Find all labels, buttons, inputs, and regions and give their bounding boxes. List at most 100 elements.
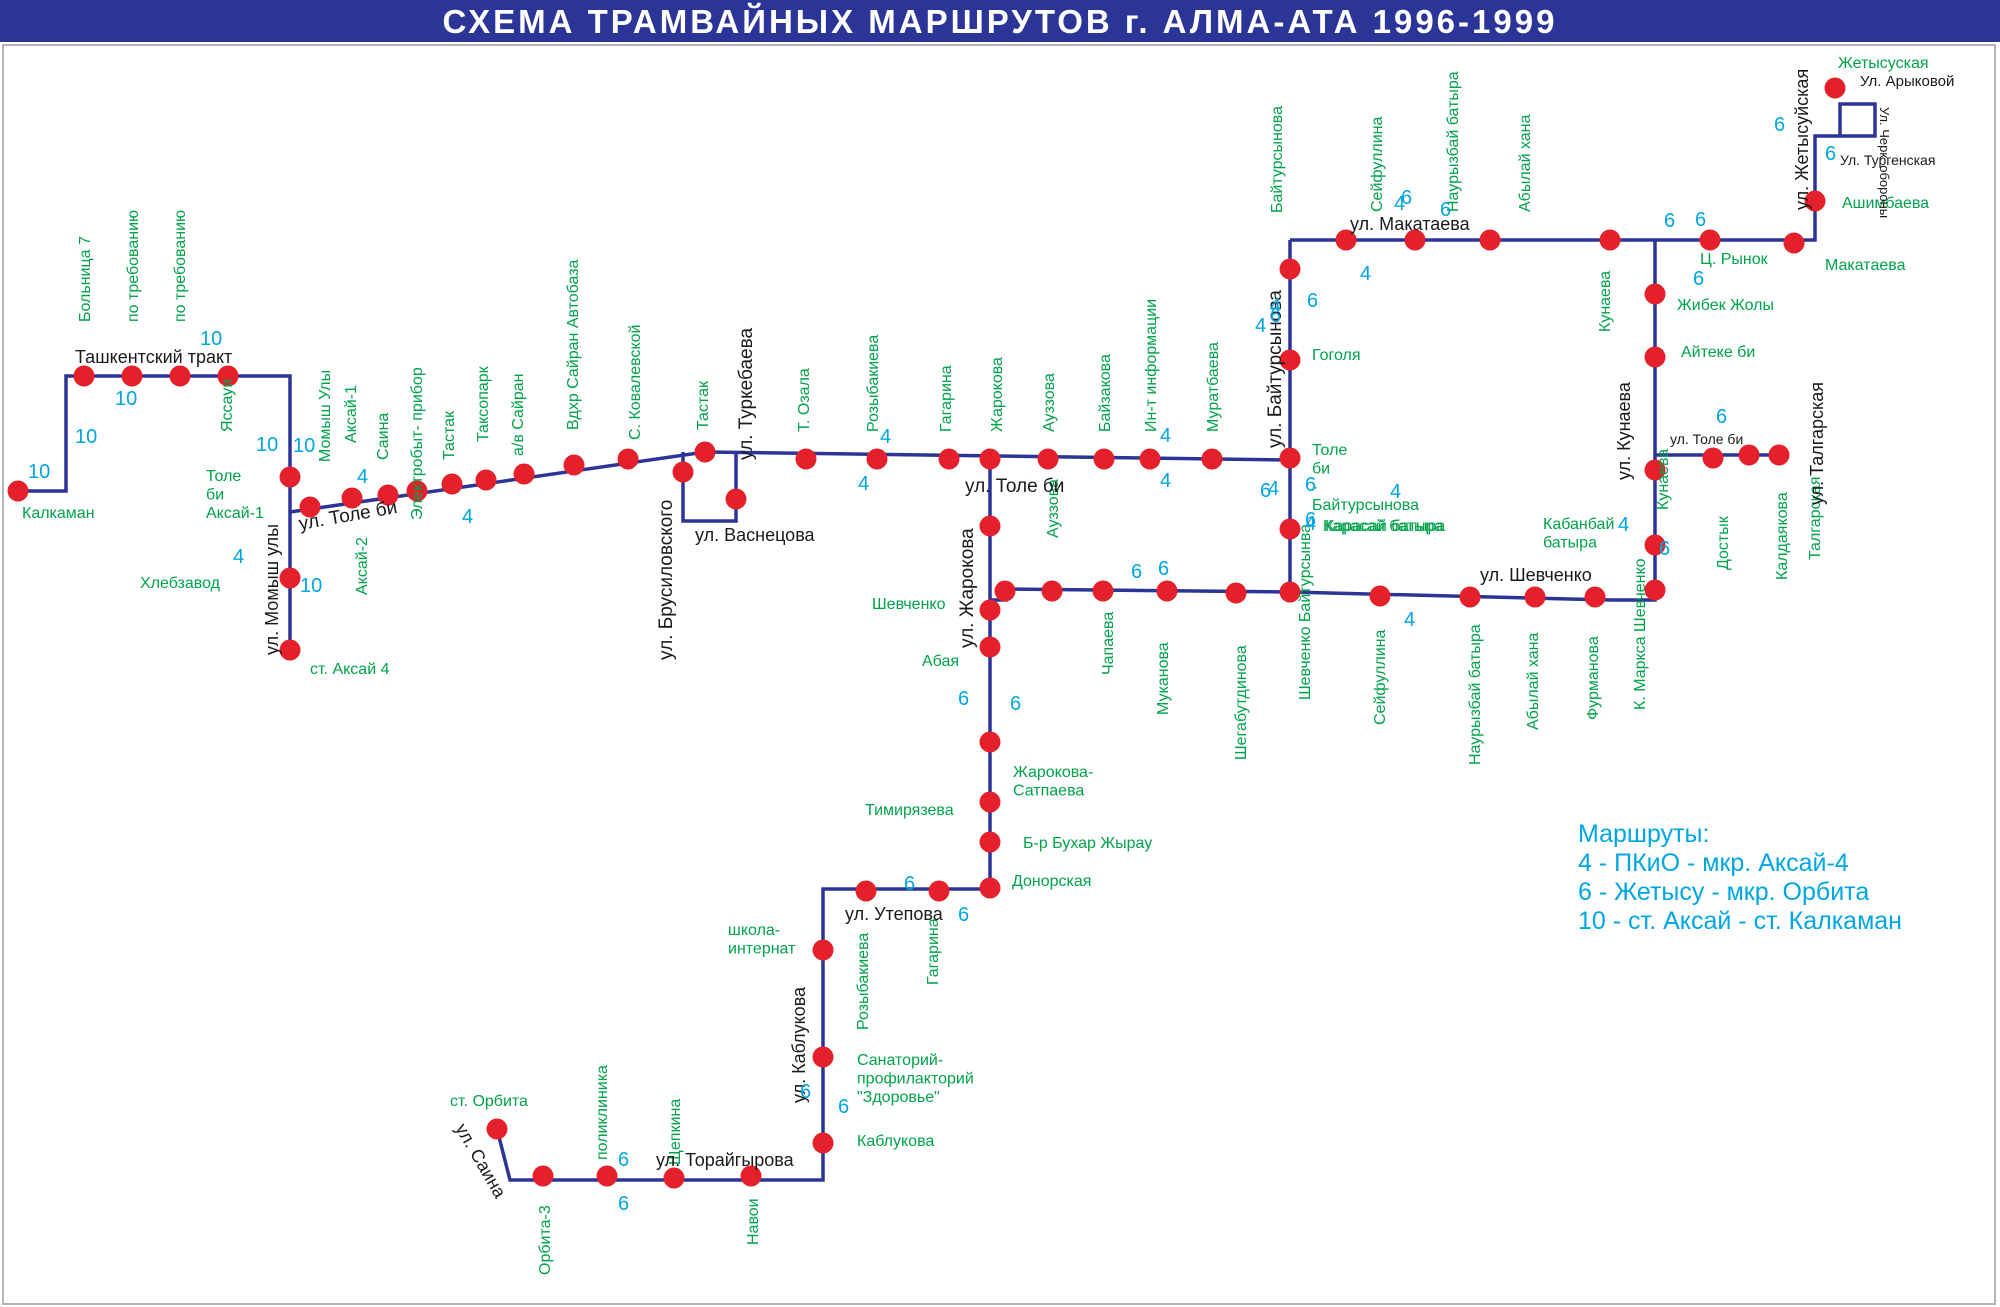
stop-label: Наурызбай батыра	[1467, 624, 1484, 765]
legend-heading: Маршруты:	[1578, 820, 1710, 848]
stop-label: ст. Орбита	[450, 1093, 528, 1110]
stop-label: ст. Аксай 4	[310, 661, 390, 678]
tram-stop	[812, 1132, 834, 1154]
tram-stop	[596, 1165, 618, 1187]
tram-stop	[121, 365, 143, 387]
route-number-label: 6	[1440, 199, 1451, 221]
stop-label: Тимирязева	[865, 802, 954, 819]
tram-stop	[994, 580, 1016, 602]
legend-route-10: 10 - ст. Аксай - ст. Калкаман	[1578, 907, 1902, 935]
tram-stop	[694, 441, 716, 463]
tram-stop	[979, 791, 1001, 813]
stop-label: а/в Сайран	[510, 374, 527, 457]
route-number-label: 4	[1305, 513, 1316, 535]
route-number-label: 10	[75, 426, 97, 448]
tram-stop	[1459, 586, 1481, 608]
tram-stop	[1804, 190, 1826, 212]
route-number-label: 6	[618, 1193, 629, 1215]
street-label: Ул. Арыковой	[1860, 73, 1954, 90]
stop-label: Карасай батыра	[1323, 518, 1443, 535]
route-number-label: 10	[200, 328, 222, 350]
route-number-label: 6	[1693, 268, 1704, 290]
tram-stop	[279, 466, 301, 488]
tram-stop	[979, 731, 1001, 753]
route-number-label: 6	[1774, 114, 1785, 136]
tram-stop	[1404, 229, 1426, 251]
tram-stop	[279, 639, 301, 661]
tram-stop	[1335, 229, 1357, 251]
legend-route-6: 6 - Жетысу - мкр. Орбита	[1578, 878, 1870, 906]
stop-label: Аксай-1	[343, 385, 360, 443]
route-number-label: 6	[1260, 480, 1271, 502]
tram-stop	[1225, 582, 1247, 604]
tram-stop	[855, 880, 877, 902]
tram-stop	[866, 448, 888, 470]
tram-line-brusilovsky-loop	[681, 452, 738, 523]
street-label: ул. Момыш улы	[262, 524, 282, 655]
tram-line-zharokov	[495, 460, 992, 1182]
stop-label: Аксай-2	[354, 537, 371, 595]
street-label: Ташкентский тракт	[75, 347, 232, 367]
stop-label: Гагарина	[938, 365, 955, 432]
tram-stop	[1702, 447, 1724, 469]
stop-label: Орбита-3	[537, 1205, 554, 1275]
route-number-label: 6	[1305, 509, 1316, 531]
stop-label: Наурызбай батыра	[1445, 71, 1462, 212]
title-bar	[0, 0, 2000, 42]
route-number-label: 6	[958, 688, 969, 710]
stop-label: Ин-т информации	[1143, 299, 1160, 432]
route-number-label: 10	[293, 435, 315, 457]
tram-stop	[1524, 586, 1546, 608]
tram-stop	[979, 636, 1001, 658]
stop-label: К. Маркса Шевченко	[1632, 558, 1649, 710]
route-number-label: 6	[1716, 406, 1727, 428]
stop-label: Фурманова	[1585, 636, 1602, 720]
route-number-label: 4	[1268, 478, 1279, 500]
stop-label: Тастак	[695, 380, 712, 430]
route-number-label: 4	[233, 546, 244, 568]
tram-stop	[1824, 77, 1846, 99]
route-number-label: 6	[618, 1149, 629, 1171]
tram-stop	[1279, 518, 1301, 540]
stop-label: Карасай батыра	[1325, 518, 1445, 535]
stop-label: Муратбаева	[1205, 342, 1222, 432]
stop-label: поликлиника	[594, 1065, 611, 1160]
tram-stop	[1738, 444, 1760, 466]
tram-stop	[217, 365, 239, 387]
tram-stop	[812, 1046, 834, 1068]
stop-label: Розыбакиева	[855, 933, 872, 1030]
street-label: ул. Брусиловского	[656, 500, 677, 660]
route-number-label: 4	[1394, 193, 1405, 215]
street-label: ул. Каблукова	[789, 986, 809, 1103]
stop-label: Щепкина	[667, 1099, 684, 1165]
street-label: ул. Жетысуйская	[1792, 69, 1812, 210]
tram-stop	[979, 515, 1001, 537]
stop-label: Айтеке би	[1681, 344, 1755, 361]
stop-label: Хлебзавод	[140, 575, 221, 592]
route-number-label: 6	[1131, 561, 1142, 583]
street-label: ул. Васнецова	[695, 525, 816, 545]
route-number-label: 10	[28, 461, 50, 483]
stop-label: Байзакова	[1097, 354, 1114, 432]
tram-stop	[1156, 580, 1178, 602]
stop-label: Калкаман	[22, 505, 95, 522]
tram-stop	[1644, 346, 1666, 368]
route-number-label: 6	[1158, 558, 1169, 580]
tram-stop	[1584, 586, 1606, 608]
stop-label: Шегабутдинова	[1233, 645, 1250, 760]
stop-label: Кунаева	[1655, 449, 1672, 510]
street-label: ул. Жарокова	[957, 528, 978, 648]
route-number-label: 4	[1390, 481, 1401, 503]
stop-label: Ауззова	[1041, 373, 1058, 432]
stop-label: Муканова	[1155, 642, 1172, 715]
street-label: ул. Талгарская	[1807, 382, 1827, 505]
route-number-label: 6	[1695, 209, 1706, 231]
stop-label: Макатаева	[1825, 257, 1906, 274]
route-number-label: 6	[1659, 538, 1670, 560]
tram-stop	[563, 454, 585, 476]
route-number-label: 6	[1825, 143, 1836, 165]
tram-stop	[377, 484, 399, 506]
tram-stop	[938, 448, 960, 470]
